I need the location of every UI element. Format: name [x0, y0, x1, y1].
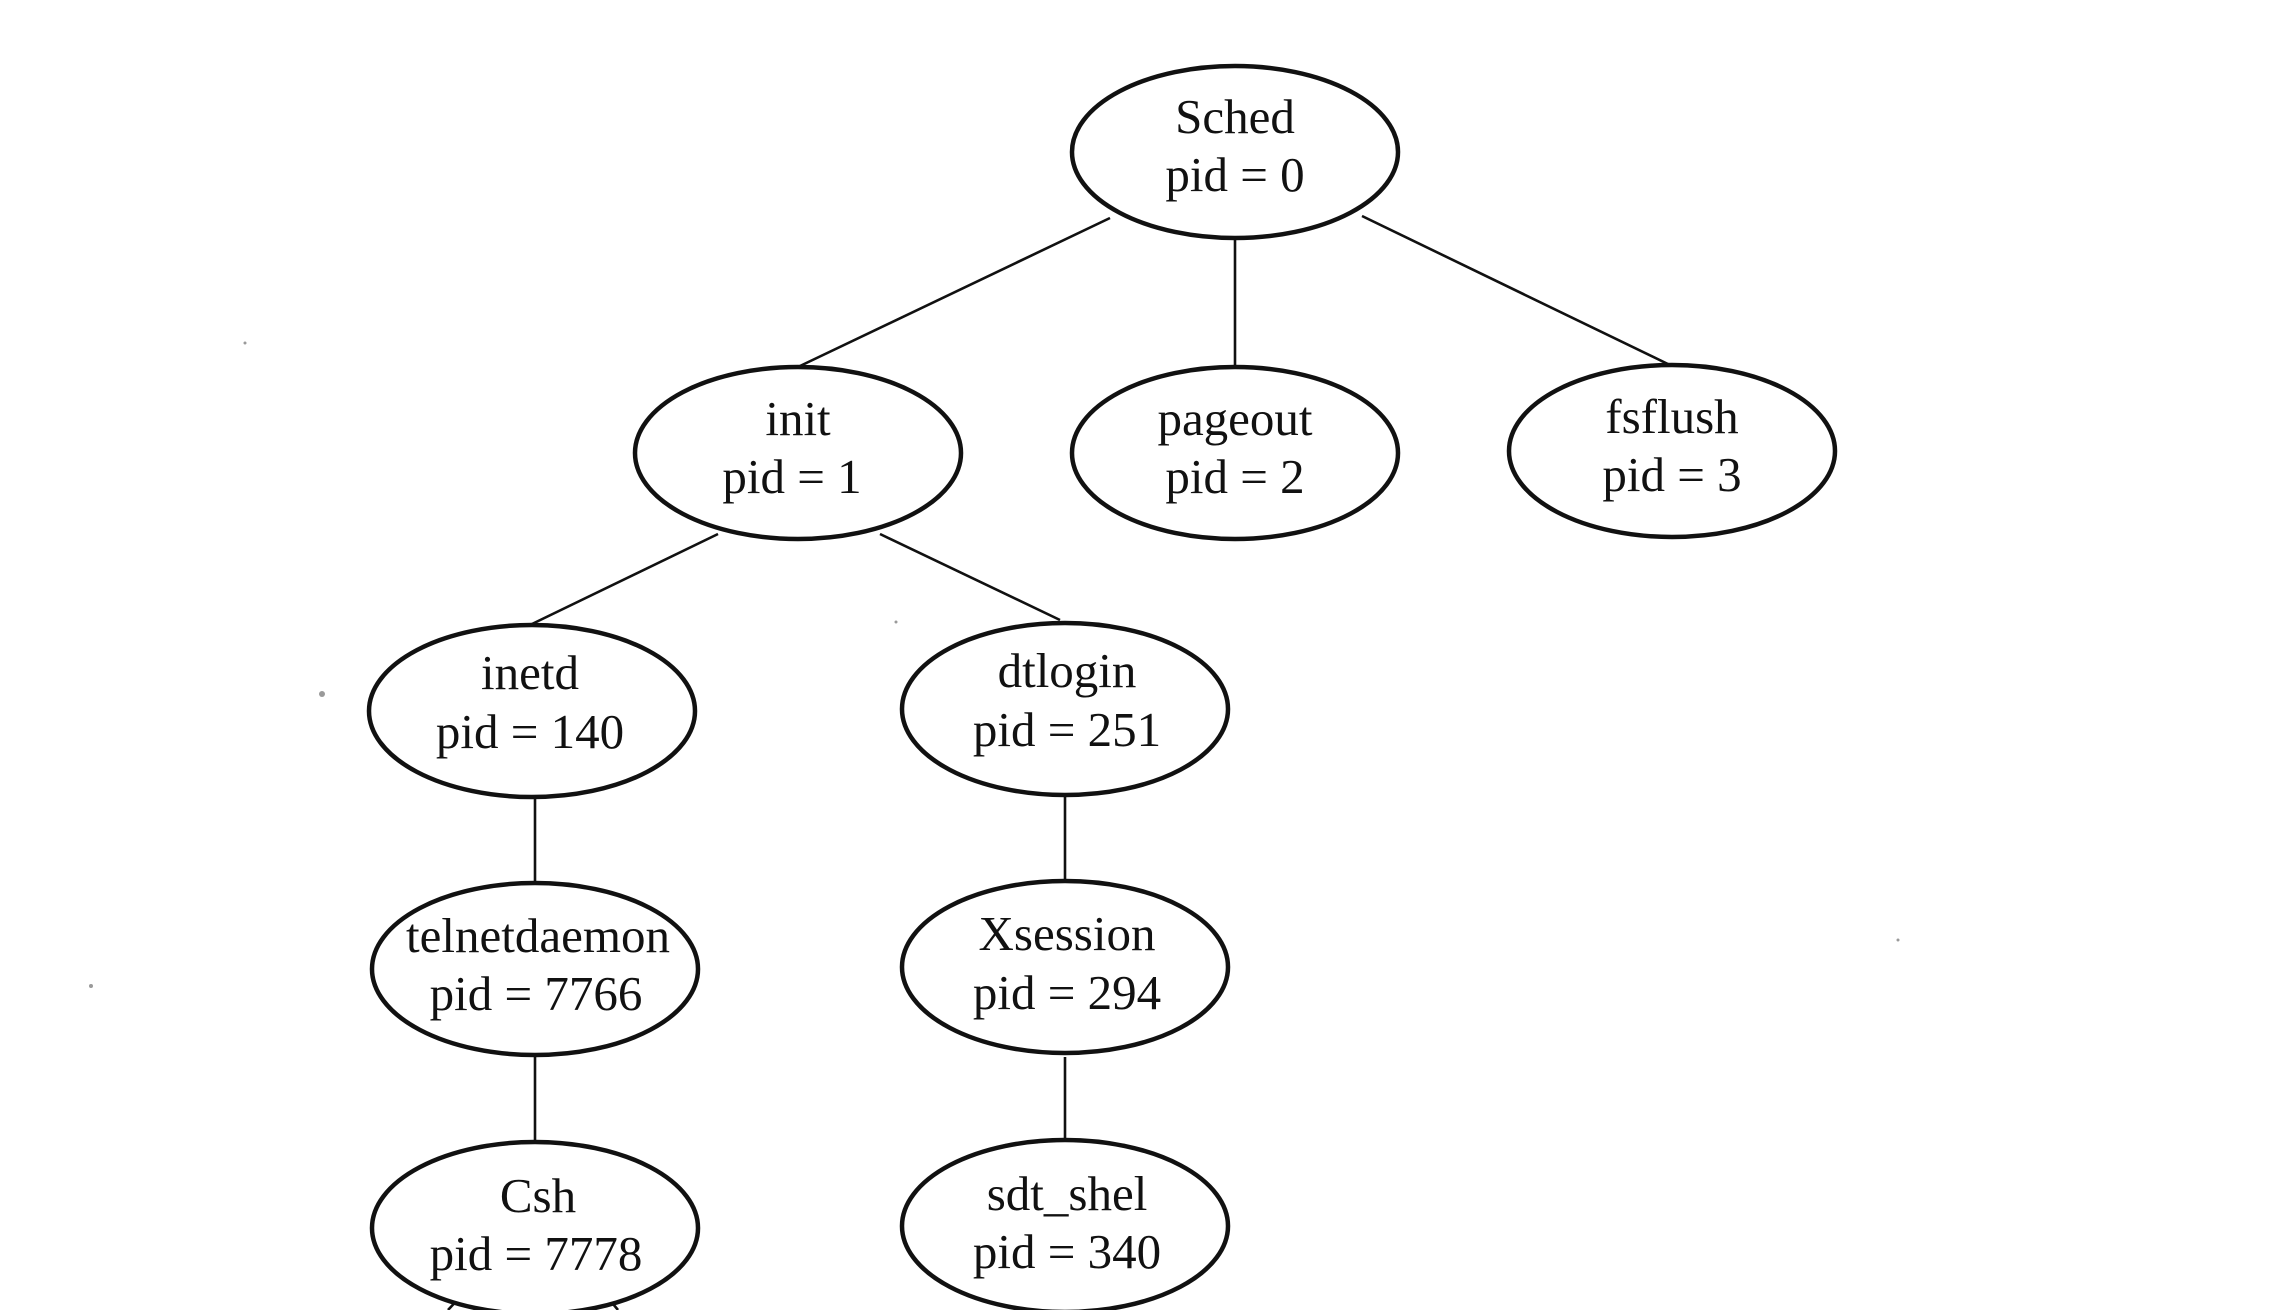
node-fsflush: fsflush pid = 3	[1506, 362, 1838, 540]
node-pid: pid = 3	[1602, 447, 1741, 502]
node-pid: pid = 7778	[430, 1226, 643, 1281]
node-name: telnetdaemon	[406, 908, 670, 963]
node-ellipse	[1506, 362, 1838, 540]
scan-speck	[243, 341, 247, 345]
edge-init-dtlogin	[879, 532, 1061, 622]
node-ellipse	[899, 620, 1231, 798]
node-pid: pid = 294	[973, 965, 1161, 1020]
node-sdt-shel: sdt_shel pid = 340	[899, 1137, 1231, 1310]
node-pid: pid = 340	[973, 1224, 1161, 1279]
node-ellipse	[1069, 364, 1401, 542]
edge-sched-fsflush	[1361, 214, 1673, 368]
edge-init-inetd	[531, 532, 719, 626]
node-pid: pid = 251	[973, 702, 1161, 757]
node-ellipse	[899, 878, 1231, 1056]
node-ellipse	[632, 364, 964, 542]
node-pid: pid = 2	[1165, 449, 1304, 504]
node-pid: pid = 0	[1165, 147, 1304, 202]
node-init: init pid = 1	[632, 364, 964, 542]
node-inetd: inetd pid = 140	[366, 622, 698, 800]
node-name: Xsession	[979, 906, 1156, 961]
node-name: init	[765, 391, 831, 446]
node-pageout: pageout pid = 2	[1069, 364, 1401, 542]
scan-speck	[89, 984, 93, 988]
node-ellipse	[366, 622, 698, 800]
node-ellipse	[369, 880, 701, 1058]
node-pid: pid = 7766	[430, 966, 643, 1021]
node-ellipse	[899, 1137, 1231, 1310]
node-dtlogin: dtlogin pid = 251	[899, 620, 1231, 798]
node-telnetdaemon: telnetdaemon pid = 7766	[369, 880, 701, 1058]
node-name: Csh	[500, 1168, 576, 1223]
node-name: Sched	[1175, 89, 1295, 144]
node-ellipse	[369, 1139, 701, 1310]
edge-sched-init	[799, 216, 1111, 368]
scan-speck	[1896, 938, 1900, 942]
node-ellipse	[1069, 63, 1401, 241]
node-name: inetd	[481, 645, 579, 700]
node-xsession: Xsession pid = 294	[899, 878, 1231, 1056]
node-name: sdt_shel	[987, 1166, 1148, 1221]
scan-speck	[319, 691, 325, 697]
node-pid: pid = 1	[722, 449, 861, 504]
node-name: pageout	[1157, 391, 1312, 446]
node-name: fsflush	[1605, 389, 1738, 444]
node-name: dtlogin	[998, 643, 1137, 698]
node-sched: Sched pid = 0	[1069, 63, 1401, 241]
node-csh: Csh pid = 7778	[369, 1139, 701, 1310]
node-pid: pid = 140	[436, 704, 624, 759]
scan-speck	[894, 620, 898, 624]
